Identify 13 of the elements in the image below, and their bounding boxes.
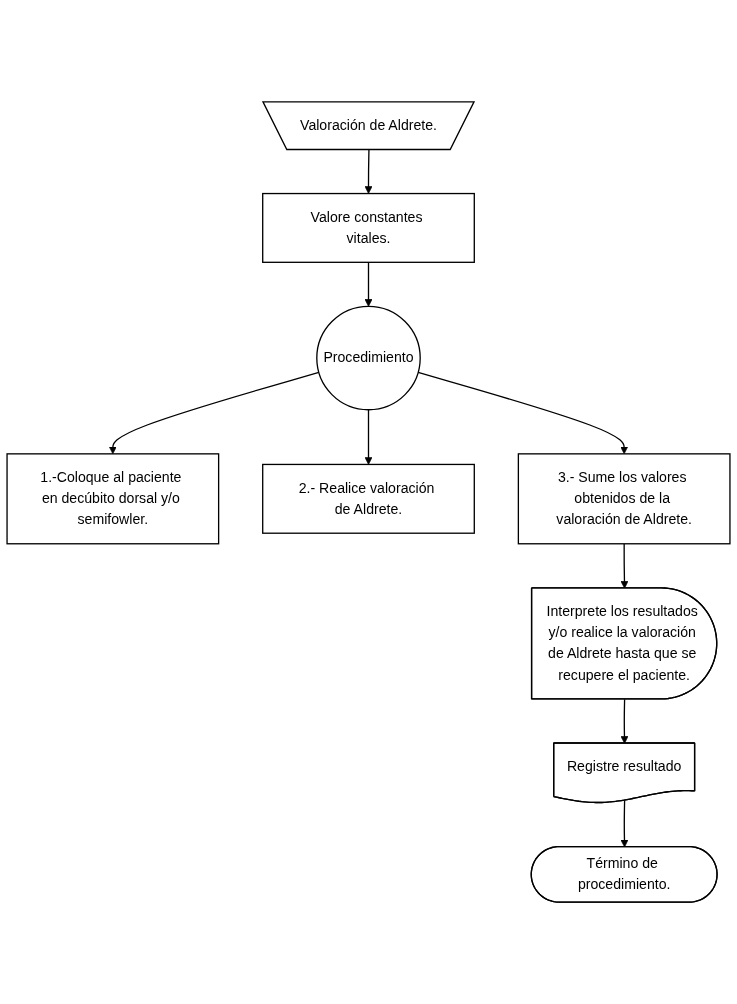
arrow <box>364 261 373 307</box>
node-circle: Procedimiento <box>316 305 421 411</box>
arrow <box>620 799 629 848</box>
arrow <box>108 371 320 455</box>
node-box: Valore constantes vitales. <box>262 192 475 263</box>
arrow <box>364 149 373 194</box>
node-box: 2.- Realice valoración de Aldrete. <box>262 463 475 534</box>
arrow <box>620 543 629 589</box>
arrow <box>417 371 629 455</box>
arrow <box>364 409 373 465</box>
node-box: 1.-Coloque al paciente en decúbito dorsal y/o semifowler. <box>6 453 220 545</box>
node-box: 3.- Sume los valores obtenidos de la valoración de Aldrete. <box>517 453 731 545</box>
arrow <box>620 698 629 744</box>
